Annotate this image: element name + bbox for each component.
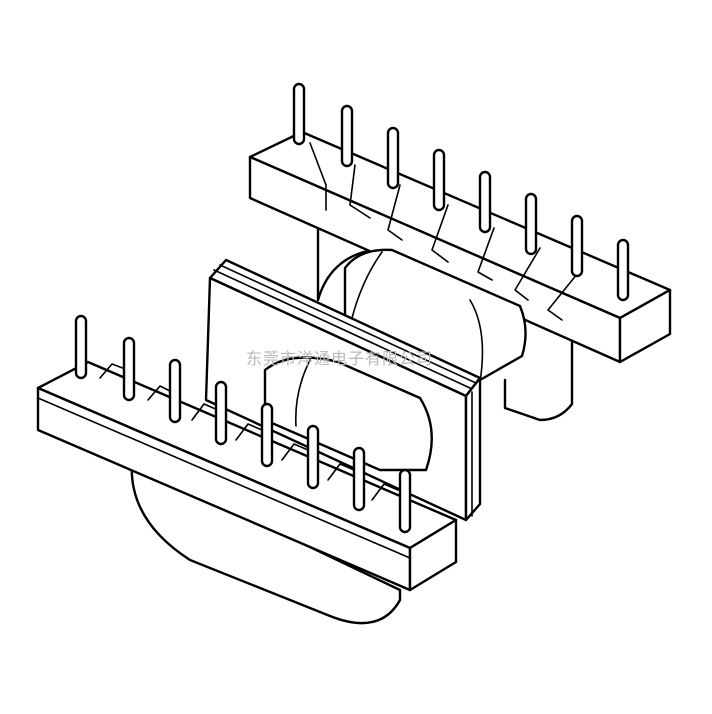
back-pin-7 — [570, 214, 584, 278]
back-pin-1 — [292, 82, 306, 146]
back-pins — [292, 82, 630, 302]
back-pin-5 — [478, 170, 492, 234]
front-pin-rail — [36, 360, 458, 592]
front-pin-1 — [74, 314, 88, 380]
back-pin-8 — [616, 238, 630, 302]
winding-core — [130, 248, 527, 625]
front-barrel — [263, 356, 433, 472]
watermark-text: 东莞市洋通电子有限公司 — [246, 349, 434, 368]
front-pin-2 — [122, 336, 136, 402]
front-pins — [74, 314, 412, 534]
front-pin-3 — [168, 358, 182, 424]
back-pin-2 — [340, 104, 354, 168]
front-pin-4 — [214, 380, 228, 446]
back-pin-3 — [386, 126, 400, 190]
front-pin-7 — [352, 446, 366, 512]
back-pin-6 — [524, 192, 538, 256]
front-pin-5 — [260, 402, 274, 468]
back-pin-4 — [432, 148, 446, 212]
front-pin-6 — [306, 424, 320, 490]
front-pin-8 — [398, 468, 412, 534]
